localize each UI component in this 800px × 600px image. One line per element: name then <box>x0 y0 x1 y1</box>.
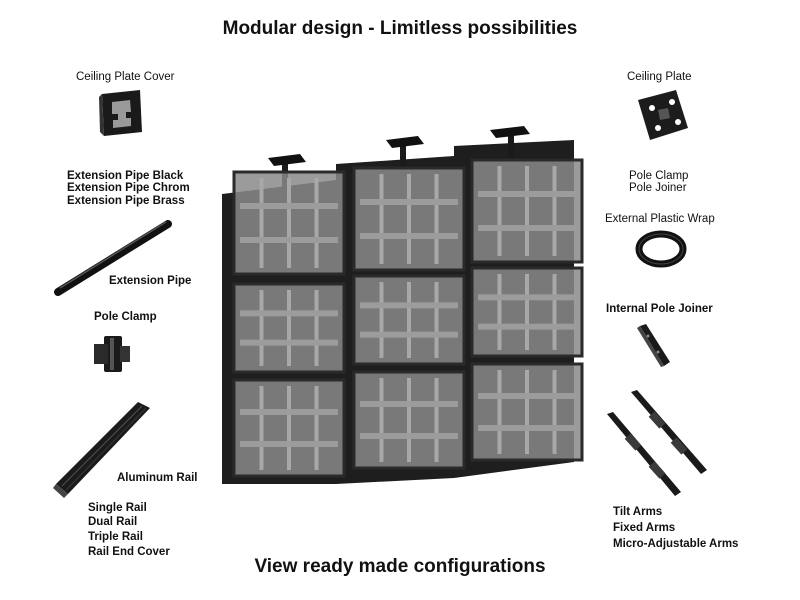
label-fixed-arms: Fixed Arms <box>613 522 676 534</box>
label-rail-end-cover: Rail End Cover <box>88 546 170 558</box>
video-wall-diagram <box>222 126 584 484</box>
mounting-arms-icon <box>607 390 707 496</box>
screen-panel <box>232 170 346 276</box>
label-aluminum-rail: Aluminum Rail <box>117 472 198 484</box>
screen-panel <box>470 362 584 462</box>
label-external-plastic-wrap: External Plastic Wrap <box>605 213 715 225</box>
screen-panel <box>232 378 346 478</box>
screen-panel <box>352 274 466 366</box>
label-pole-joiner: Pole Joiner <box>629 182 687 194</box>
label-extension-pipe-black: Extension Pipe Black <box>67 170 184 182</box>
label-triple-rail: Triple Rail <box>88 531 143 543</box>
label-ceiling-plate: Ceiling Plate <box>627 71 692 83</box>
label-ceiling-plate-cover: Ceiling Plate Cover <box>76 71 175 83</box>
screen-panel <box>352 370 466 470</box>
label-internal-pole-joiner: Internal Pole Joiner <box>606 303 713 315</box>
extension-pipe-icon <box>54 220 172 296</box>
label-pole-clamp-right: Pole Clamp <box>629 170 689 182</box>
label-extension-pipe: Extension Pipe <box>109 275 192 287</box>
page-title: Modular design - Limitless possibilities <box>222 18 578 39</box>
pole-clamp-icon <box>94 336 130 372</box>
screen-grid <box>232 158 584 478</box>
plastic-wrap-icon <box>635 230 687 268</box>
label-tilt-arms: Tilt Arms <box>613 506 663 518</box>
ceiling-plate-cover-icon <box>99 90 142 136</box>
ceiling-plate-icon <box>638 90 688 140</box>
label-extension-pipe-brass: Extension Pipe Brass <box>67 195 185 207</box>
internal-pole-joiner-icon <box>637 324 670 367</box>
aluminum-rail-icon <box>53 402 150 498</box>
screen-panel <box>470 266 584 358</box>
label-extension-pipe-chrom: Extension Pipe Chrom <box>67 182 190 194</box>
label-single-rail: Single Rail <box>88 502 147 514</box>
screen-panel <box>470 158 584 264</box>
view-configurations-link[interactable]: View ready made configurations <box>254 556 546 577</box>
screen-panel <box>352 166 466 272</box>
screen-panel <box>232 282 346 374</box>
label-micro-adjustable-arms: Micro-Adjustable Arms <box>613 538 739 550</box>
label-dual-rail: Dual Rail <box>88 516 138 528</box>
label-pole-clamp-left: Pole Clamp <box>94 311 157 323</box>
